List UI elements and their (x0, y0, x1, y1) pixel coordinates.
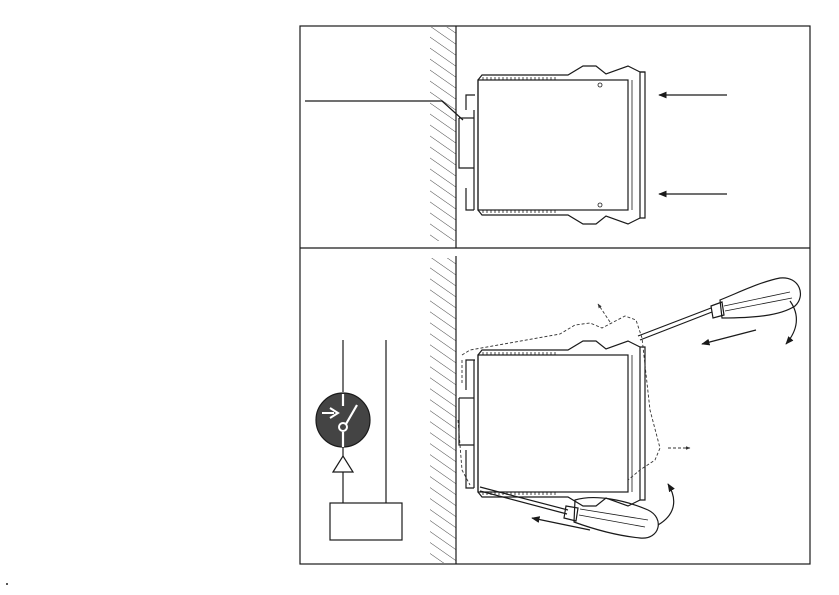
wall-hatching-bottom (430, 258, 456, 563)
top-panel (305, 27, 727, 241)
wall-hatching-top (430, 27, 456, 241)
relay-module-bottom (478, 341, 645, 506)
lift-arrow-dashed (598, 304, 610, 322)
rotate-arrow-lower (658, 484, 674, 525)
rotate-arrow-upper (786, 301, 796, 344)
slide-arrow-upper (702, 330, 756, 344)
screwdriver-upper (638, 278, 800, 340)
din-rail-bottom (459, 360, 475, 488)
ghost-module-edge (458, 360, 470, 485)
device-box (330, 503, 402, 540)
ghost-module-outline (462, 316, 660, 480)
triangle-icon (333, 456, 353, 472)
bottom-panel (430, 258, 800, 563)
din-rail-top (459, 95, 475, 210)
relay-module-top (478, 66, 645, 224)
switch-symbol-group (316, 340, 402, 540)
